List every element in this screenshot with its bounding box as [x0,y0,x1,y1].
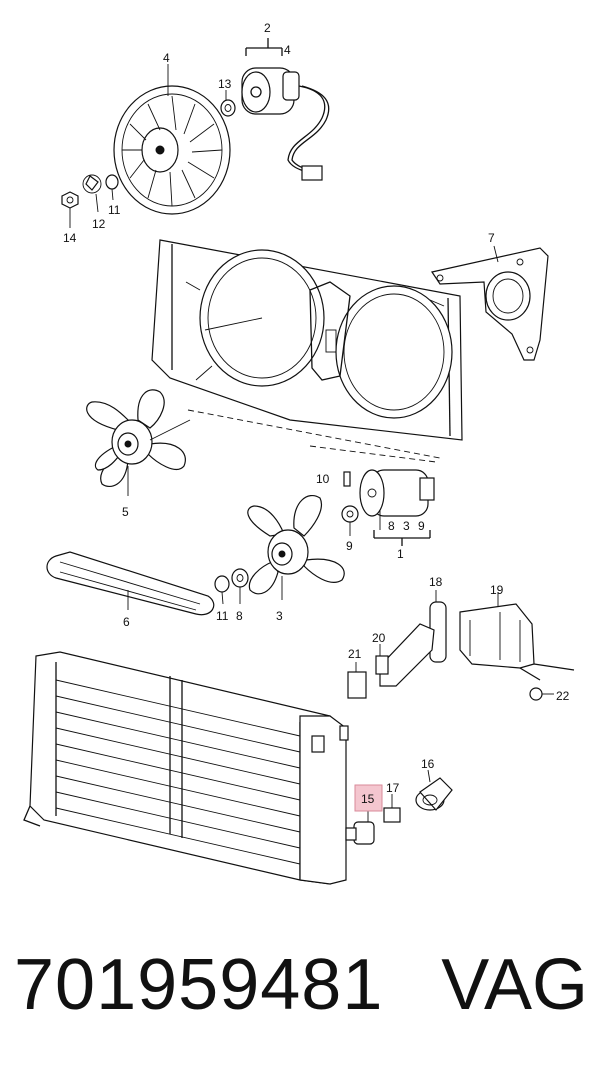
callout-7: 7 [488,231,495,245]
temperature-sensor-part-15 [345,808,375,845]
bracket-part-7 [431,245,549,361]
brand-label: VAG [441,945,588,1025]
callout-9-pulley: 9 [346,539,353,553]
callout-4-motor: 4 [284,43,291,57]
screw-part-22 [529,687,554,701]
washer-part-13 [220,90,236,117]
exploded-parts-diagram: 2 4 4 13 14 12 11 7 5 10 9 8 3 9 1 6 11 … [23,21,575,885]
pulley-part-9 [341,505,359,536]
callout-22: 22 [556,689,570,703]
callout-2: 2 [264,21,271,35]
callout-13: 13 [218,77,232,91]
fan-motor-part-2 [241,38,330,181]
fan-shroud-frame [151,239,463,459]
belt-part-6 [46,551,215,616]
fan-part-5 [86,389,191,496]
callout-6: 6 [123,615,130,629]
callout-18: 18 [429,575,443,589]
radiator [23,651,349,885]
callout-11-bottom: 11 [216,609,229,623]
callout-3-fan: 3 [276,609,283,623]
callout-12: 12 [92,217,106,231]
connector-part-21 [347,662,367,699]
callout-1: 1 [397,547,404,561]
callout-20: 20 [372,631,386,645]
clip-part-17 [383,794,401,823]
callout-19: 19 [490,583,504,597]
callout-10: 10 [316,472,330,486]
callout-16: 16 [421,757,435,771]
part-number: 701959481 [14,945,384,1025]
pin-part-10 [343,471,351,487]
callout-14: 14 [63,231,77,245]
bracket-part-18 [379,590,447,687]
callout-8-washer: 8 [236,609,243,623]
callout-4-fan: 4 [163,51,170,65]
callout-17: 17 [386,781,400,795]
callout-11-top: 11 [108,203,121,217]
bracket-part-19 [459,592,575,681]
star-washer-part-12 [82,174,102,213]
motor-part-1 [309,445,437,546]
highlight-box-part-15 [354,784,383,812]
connector-part-20 [375,644,389,675]
large-fan-part-4 [113,64,231,215]
seal-part-16 [415,769,453,811]
fan-part-3 [247,495,345,600]
washer-part-11-top [105,174,119,201]
callout-8-motor: 8 [388,519,395,533]
callout-15: 15 [361,792,375,806]
callout-3-motor: 3 [403,519,410,533]
footer: 701959481 VAG [0,940,600,1050]
nut-part-14 [61,191,79,228]
callout-5: 5 [122,505,129,519]
washer-part-11-bottom [214,575,230,605]
callout-9-motor: 9 [418,519,425,533]
callout-21: 21 [348,647,362,661]
washer-part-8 [231,568,249,604]
